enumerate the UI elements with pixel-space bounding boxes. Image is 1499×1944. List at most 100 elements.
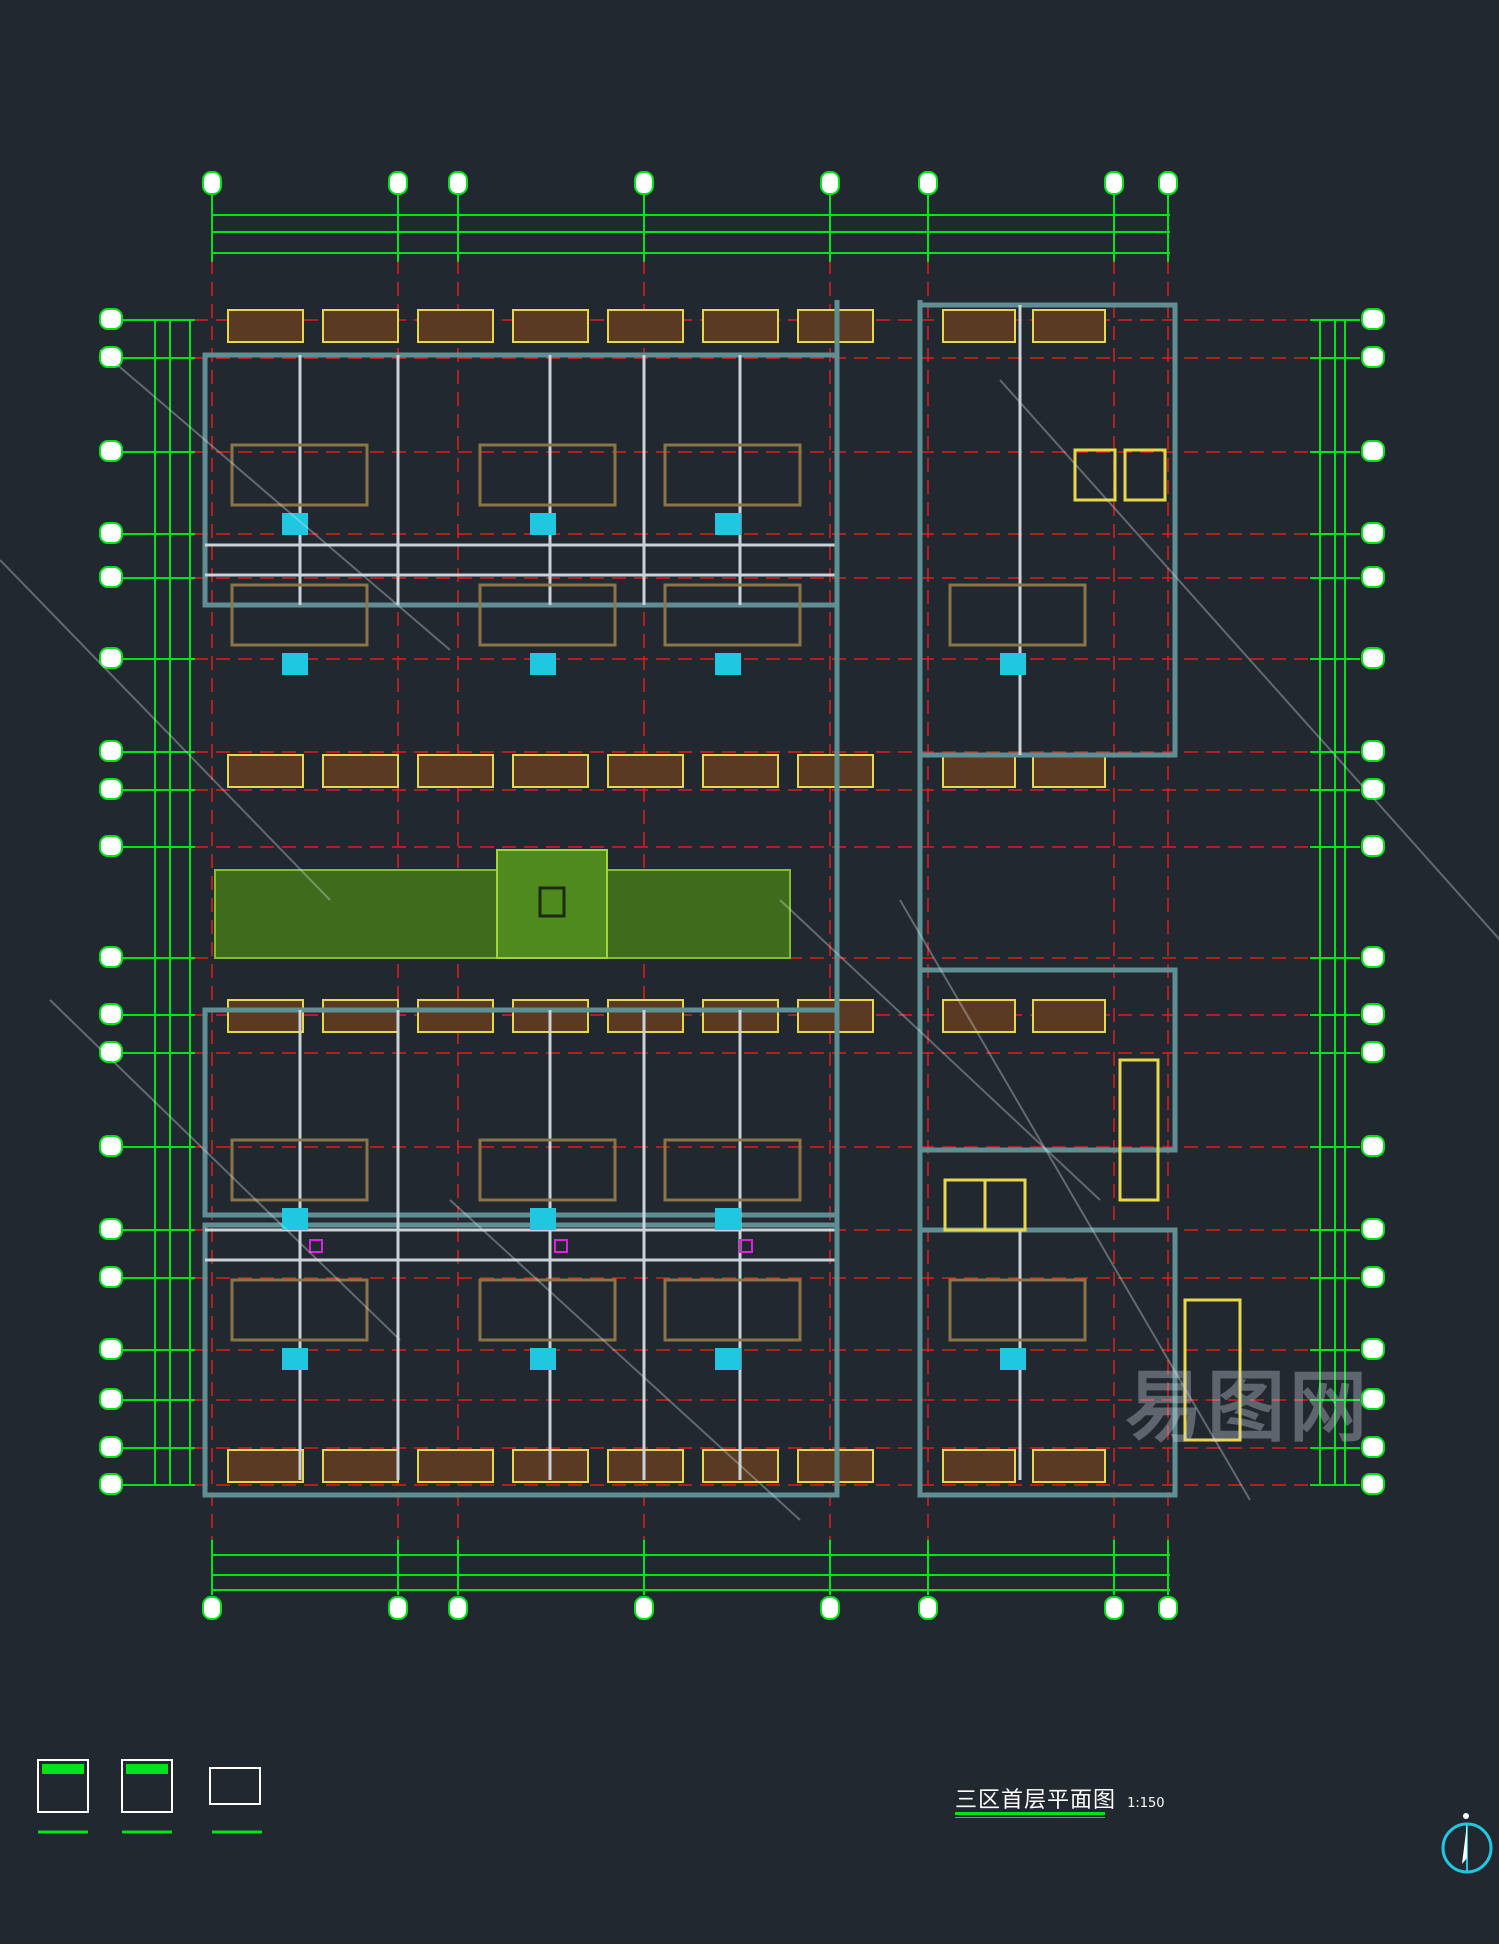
watermark-line bbox=[899, 899, 1251, 1501]
balcony-room bbox=[1032, 309, 1106, 343]
axis-bubble bbox=[1361, 1338, 1385, 1360]
bed-block bbox=[948, 583, 1087, 647]
axis-bubble bbox=[1361, 778, 1385, 800]
axis-bubble bbox=[1361, 1003, 1385, 1025]
axis-bubble bbox=[388, 1596, 408, 1620]
axis-bubble bbox=[99, 1003, 123, 1025]
bed-block bbox=[663, 1278, 802, 1342]
balcony-room bbox=[512, 754, 589, 788]
axis-bubble bbox=[634, 1596, 654, 1620]
sanitary-fixture bbox=[715, 1348, 741, 1370]
sanitary-fixture bbox=[530, 653, 556, 675]
axis-bubble bbox=[1361, 1041, 1385, 1063]
balcony-room bbox=[1032, 999, 1106, 1033]
axis-bubbles bbox=[99, 171, 1385, 1620]
axis-bubble bbox=[1361, 566, 1385, 588]
stair-block bbox=[1118, 1058, 1160, 1202]
elevator-shaft bbox=[943, 1178, 987, 1232]
landscape-center bbox=[496, 849, 608, 959]
elevator-shaft bbox=[1123, 448, 1167, 502]
axis-bubble bbox=[202, 1596, 222, 1620]
axis-bubble bbox=[1361, 1436, 1385, 1458]
elevator-shaft bbox=[1073, 448, 1117, 502]
axis-bubble bbox=[99, 308, 123, 330]
axis-bubble bbox=[1361, 1218, 1385, 1240]
axis-bubble bbox=[99, 1135, 123, 1157]
balcony-room bbox=[607, 309, 684, 343]
axis-bubble bbox=[99, 1338, 123, 1360]
watermark-line bbox=[779, 899, 1101, 1201]
axis-bubble bbox=[1158, 1596, 1178, 1620]
sanitary-fixture bbox=[530, 513, 556, 535]
wall-outlines bbox=[202, 300, 1178, 1498]
detail-drawings bbox=[37, 1759, 262, 1834]
column-marker bbox=[309, 1239, 323, 1253]
balcony-room bbox=[942, 1449, 1016, 1483]
axis-bubble bbox=[99, 1473, 123, 1495]
axis-bubble bbox=[99, 1266, 123, 1288]
balcony-room bbox=[417, 999, 494, 1033]
landscape-feature bbox=[538, 886, 566, 918]
axis-bubble bbox=[1361, 522, 1385, 544]
balcony-room bbox=[1032, 1449, 1106, 1483]
balcony-room bbox=[607, 754, 684, 788]
axis-bubble bbox=[99, 1041, 123, 1063]
drawing-scale: 1:150 bbox=[1127, 1796, 1165, 1811]
title-underline bbox=[955, 1812, 1105, 1815]
sanitary-fixture bbox=[282, 513, 308, 535]
bed-block bbox=[478, 443, 617, 507]
watermark-line bbox=[99, 349, 451, 651]
north-arrow-icon bbox=[1441, 1813, 1493, 1874]
axis-bubble bbox=[1361, 647, 1385, 669]
bed-block bbox=[230, 1278, 369, 1342]
watermark-line bbox=[0, 559, 331, 901]
detail-drawing bbox=[121, 1759, 173, 1813]
balcony-room bbox=[322, 309, 399, 343]
drawing-title-block: 三区首层平面图 1:150 bbox=[955, 1782, 1165, 1818]
balcony-room bbox=[1032, 754, 1106, 788]
column-marker bbox=[554, 1239, 568, 1253]
balcony-room bbox=[227, 999, 304, 1033]
axis-bubble bbox=[99, 522, 123, 544]
axis-bubble bbox=[1361, 1473, 1385, 1495]
axis-bubble bbox=[1361, 740, 1385, 762]
balcony-room bbox=[942, 754, 1016, 788]
sanitary-fixture bbox=[715, 513, 741, 535]
axis-bubble bbox=[99, 946, 123, 968]
axis-bubble bbox=[1361, 1266, 1385, 1288]
axis-bubble bbox=[448, 1596, 468, 1620]
drawing-title: 三区首层平面图 bbox=[955, 1788, 1117, 1813]
axis-bubble bbox=[99, 1436, 123, 1458]
axis-bubble bbox=[99, 740, 123, 762]
axis-bubble bbox=[1361, 440, 1385, 462]
bed-block bbox=[663, 443, 802, 507]
axis-bubble bbox=[99, 440, 123, 462]
axis-bubble bbox=[99, 778, 123, 800]
sanitary-fixture bbox=[1000, 1348, 1026, 1370]
balcony-room bbox=[417, 754, 494, 788]
bed-block bbox=[230, 443, 369, 507]
furniture-blocks bbox=[230, 443, 1242, 1442]
axis-bubble bbox=[1361, 946, 1385, 968]
sanitary-fixture bbox=[530, 1348, 556, 1370]
axis-bubble bbox=[1361, 835, 1385, 857]
axis-bubble bbox=[1361, 346, 1385, 368]
watermark-line bbox=[999, 379, 1499, 941]
wall-outline bbox=[917, 302, 1178, 758]
sanitary-fixture bbox=[282, 1348, 308, 1370]
elevator-shaft bbox=[983, 1178, 1027, 1232]
bed-block bbox=[478, 1278, 617, 1342]
bed-block bbox=[478, 1138, 617, 1202]
title-underline-thin bbox=[955, 1817, 1105, 1818]
axis-bubble bbox=[99, 1218, 123, 1240]
balcony-room bbox=[227, 754, 304, 788]
axis-bubble bbox=[918, 171, 938, 195]
balcony-room bbox=[322, 754, 399, 788]
watermark-logo: 易图网 bbox=[1125, 1363, 1372, 1453]
axis-bubble bbox=[820, 171, 840, 195]
watermark-line bbox=[449, 1199, 801, 1521]
sanitary-fixture bbox=[530, 1208, 556, 1230]
axis-bubble bbox=[1361, 1135, 1385, 1157]
bed-block bbox=[663, 583, 802, 647]
